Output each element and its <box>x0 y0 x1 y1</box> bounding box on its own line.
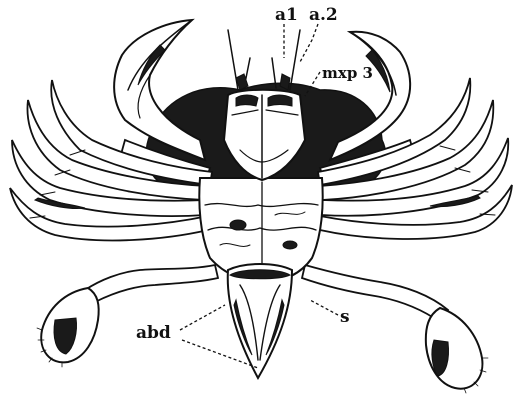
antennae <box>228 30 300 90</box>
left-swimming-leg <box>37 265 218 367</box>
abdomen <box>228 264 292 378</box>
label-a2: a.2 <box>309 5 338 25</box>
label-abd: abd <box>136 323 171 343</box>
label-s: s <box>340 307 350 327</box>
label-mxp3: mxp 3 <box>322 64 373 82</box>
label-a1: a1 <box>275 5 298 25</box>
right-swimming-leg <box>302 265 488 393</box>
